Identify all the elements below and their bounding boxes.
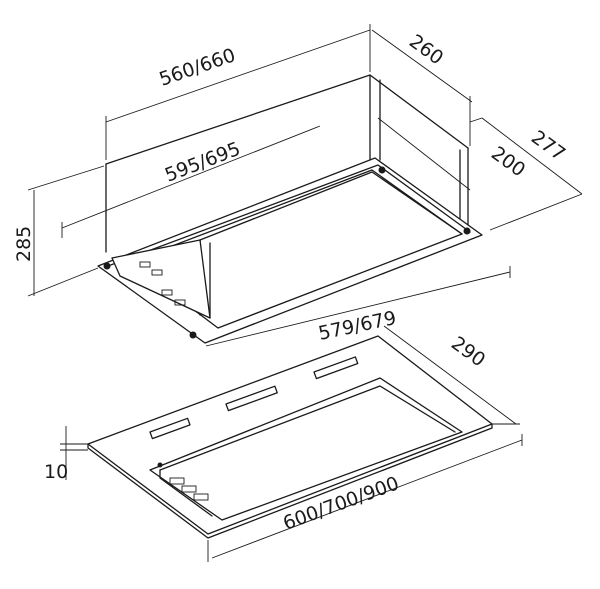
dim-depth-top: 260 xyxy=(405,30,447,69)
hood-body xyxy=(97,74,483,344)
dim-panel-depth: 290 xyxy=(447,332,489,371)
panel-slot-2 xyxy=(225,385,278,412)
dim-panel-thickness: 10 xyxy=(44,461,68,483)
fixing-hole-back xyxy=(378,166,386,174)
dim-width-inner: 595/695 xyxy=(162,138,244,187)
dim-width-bottom: 579/679 xyxy=(316,307,398,345)
dim-depth-total: 277 xyxy=(527,126,569,165)
dim-depth-inner: 200 xyxy=(487,142,529,181)
trim-panel xyxy=(87,335,493,539)
dimension-lines xyxy=(27,24,583,562)
fixing-hole-front xyxy=(189,331,197,339)
dim-width-top: 560/660 xyxy=(156,44,238,91)
fixing-hole-right xyxy=(463,227,471,235)
fixing-hole-left xyxy=(103,262,111,270)
panel-slot-1 xyxy=(149,417,191,440)
dim-height: 285 xyxy=(13,226,35,262)
panel-slot-3 xyxy=(313,356,359,380)
